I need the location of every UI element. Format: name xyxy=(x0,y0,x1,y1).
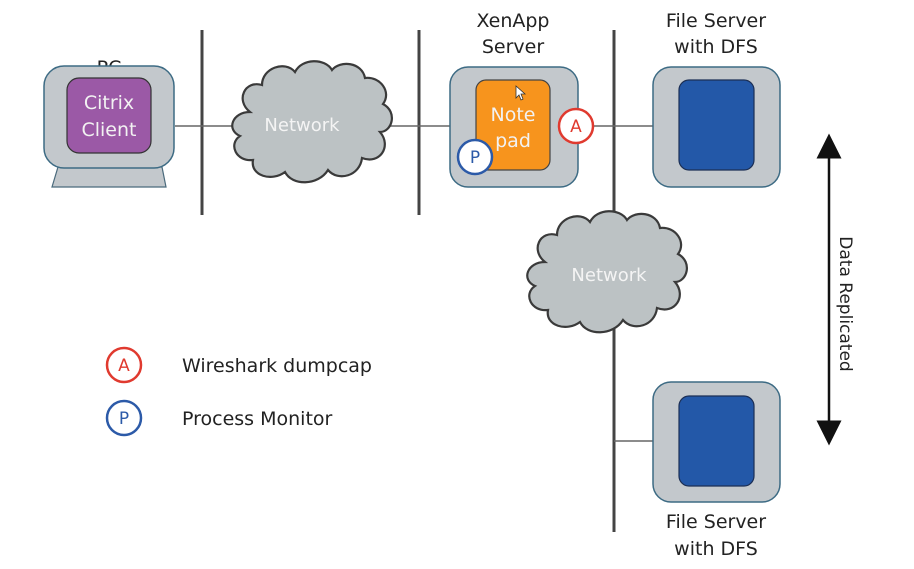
file-server-top-node: File Server with DFS xyxy=(652,10,781,188)
data-replicated-label: Data Replicated xyxy=(835,236,855,371)
file-server-bottom-node: File Server with DFS xyxy=(652,381,781,560)
process-monitor-badge-letter: P xyxy=(470,148,480,168)
network-cloud-top: Network xyxy=(231,60,393,184)
notepad-app-box xyxy=(475,79,551,171)
xenapp-label-line2: Server xyxy=(482,36,544,58)
process-monitor-legend-badge xyxy=(105,399,143,437)
notepad-label-line1: Note xyxy=(491,104,536,126)
file-server-bottom-label-line1: File Server xyxy=(666,511,766,533)
file-server-bottom-label-line2: with DFS xyxy=(674,538,758,560)
pc-monitor-stand xyxy=(51,166,167,188)
file-server-top-label-line2: with DFS xyxy=(674,36,758,58)
wireshark-badge-letter: A xyxy=(570,117,582,137)
wireshark-legend-badge xyxy=(105,346,143,384)
network-cloud-bottom: Network xyxy=(526,210,688,334)
legend-item-wireshark: A Wireshark dumpcap xyxy=(105,346,372,384)
pc-node: PC Citrix Client xyxy=(43,57,175,188)
process-monitor-badge xyxy=(456,138,494,176)
mouse-cursor-icon xyxy=(515,85,527,101)
xenapp-label-line1: XenApp xyxy=(476,10,549,32)
data-replicated-arrow: Data Replicated xyxy=(816,133,855,446)
legend-item-process-monitor: P Process Monitor xyxy=(105,399,333,437)
xenapp-server-node: XenApp Server Note pad A P xyxy=(449,10,595,188)
process-monitor-legend-letter: P xyxy=(119,409,129,429)
legend: A Wireshark dumpcap P Process Monitor xyxy=(105,346,372,437)
cloud-icon xyxy=(231,60,393,184)
file-server-top-storage xyxy=(678,79,755,171)
file-server-bottom-storage xyxy=(678,395,755,487)
citrix-client-box xyxy=(66,77,152,154)
network-top-label: Network xyxy=(264,115,340,136)
network-bottom-label: Network xyxy=(571,265,647,286)
citrix-client-label-line1: Citrix xyxy=(84,92,134,114)
cloud-icon xyxy=(526,210,688,334)
wireshark-legend-letter: A xyxy=(118,356,130,376)
citrix-client-label-line2: Client xyxy=(81,119,136,141)
wireshark-badge xyxy=(557,107,595,145)
wireshark-legend-text: Wireshark dumpcap xyxy=(182,355,372,377)
file-server-top-label-line1: File Server xyxy=(666,10,766,32)
process-monitor-legend-text: Process Monitor xyxy=(182,408,333,430)
notepad-label-line2: pad xyxy=(495,130,531,152)
